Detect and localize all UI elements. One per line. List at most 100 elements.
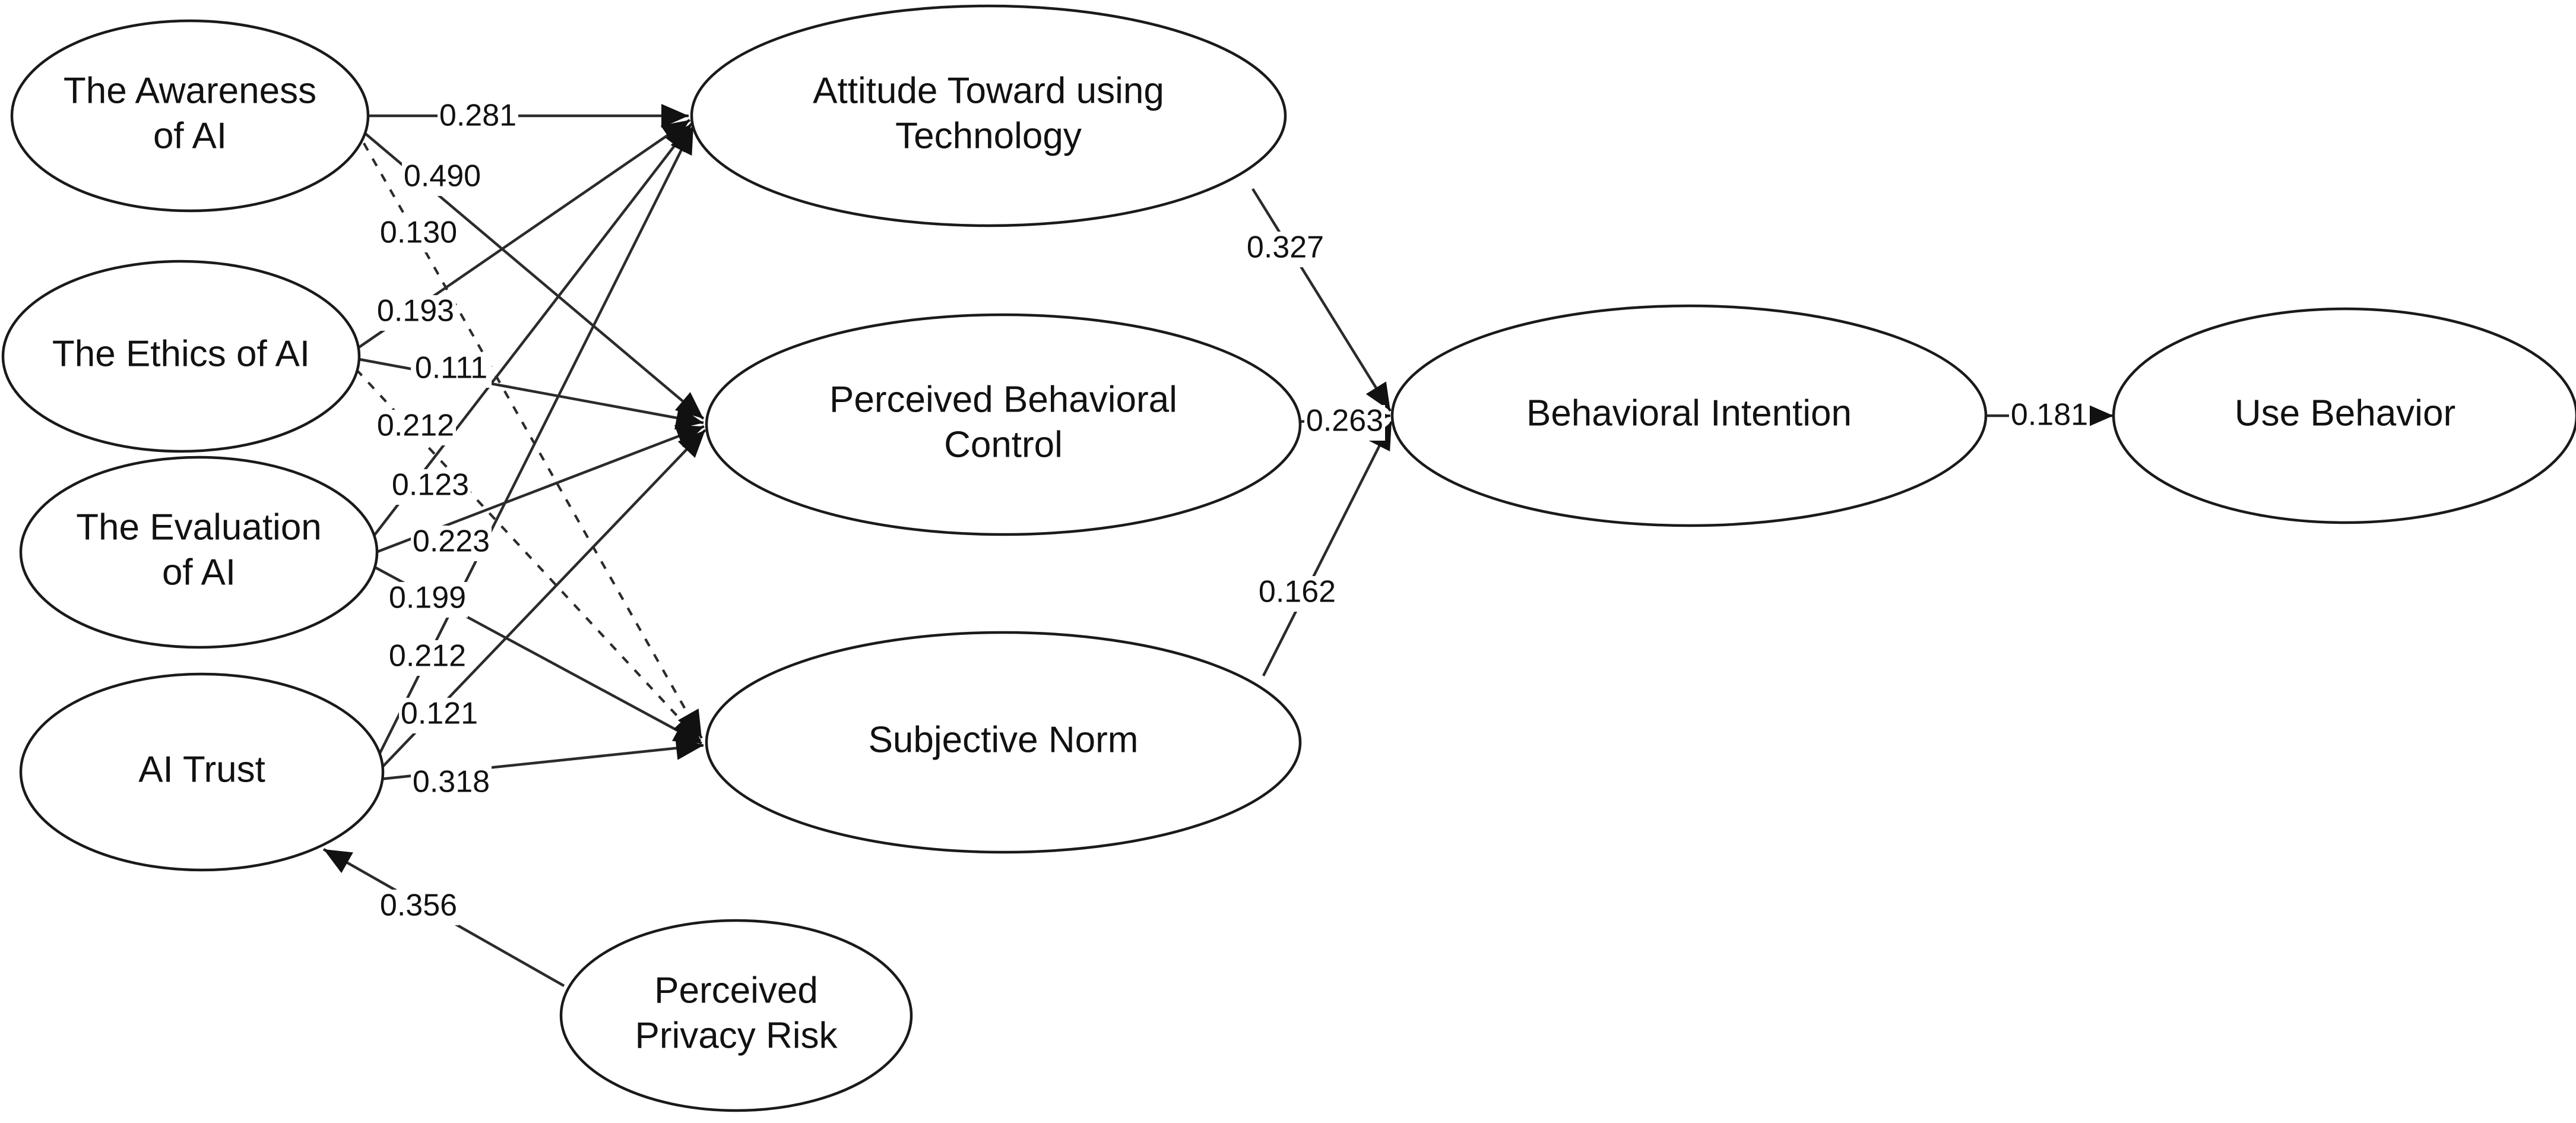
edge-label-e10: 0.212: [387, 639, 468, 676]
node-ellipse-ethics[interactable]: [1, 260, 361, 453]
arrowhead-icon: [675, 736, 704, 760]
edge-ethics-to-norm: [355, 368, 702, 742]
node-label-trust: AI Trust: [138, 749, 265, 790]
edge-label-backdrop: [1257, 576, 1338, 612]
node-label-usebehavior: Use Behavior: [2235, 393, 2455, 434]
edge-label-e11: 0.121: [399, 697, 480, 733]
node-label-evaluation: The Evaluation: [76, 507, 322, 548]
edge-coefficient-label: 0.318: [413, 765, 490, 799]
edge-coefficient-label: 0.490: [404, 159, 481, 194]
edge-coefficient-label: 0.281: [439, 99, 517, 133]
edge-label-backdrop: [390, 469, 471, 505]
edge-path: [1262, 420, 1393, 677]
node-label-pbc: Control: [944, 424, 1063, 465]
node-norm[interactable]: Subjective Norm: [705, 631, 1302, 854]
edge-label-e3: 0.130: [378, 216, 459, 252]
edge-coefficient-label: 0.123: [392, 468, 469, 502]
arrowhead-icon: [677, 430, 705, 458]
node-label-intention: Behavioral Intention: [1526, 393, 1852, 434]
edge-label-backdrop: [1245, 232, 1326, 267]
node-ellipse-attitude[interactable]: [690, 4, 1287, 227]
edge-attitude-to-intention: [1251, 188, 1392, 412]
node-label-privacy: Privacy Risk: [635, 1015, 838, 1056]
arrowhead-icon: [672, 720, 702, 744]
node-label-norm: Subjective Norm: [869, 719, 1139, 760]
arrowhead-icon: [674, 406, 704, 430]
node-trust[interactable]: AI Trust: [19, 672, 385, 872]
node-ethics[interactable]: The Ethics of AI: [1, 260, 361, 453]
edge-label-e4: 0.193: [375, 294, 456, 331]
node-label-awareness: The Awareness: [64, 70, 316, 111]
node-label-awareness: of AI: [153, 115, 227, 156]
node-label-attitude: Attitude Toward using: [813, 70, 1164, 111]
edge-label-backdrop: [2009, 399, 2090, 435]
edge-label-e15: 0.162: [1257, 575, 1338, 612]
edge-label-e8: 0.223: [411, 524, 492, 561]
edge-coefficient-label: 0.263: [1306, 404, 1383, 438]
node-ellipse-intention[interactable]: [1390, 304, 1988, 527]
edge-norm-to-intention: [1262, 420, 1393, 677]
arrowhead-icon: [670, 126, 693, 156]
edge-label-e16: 0.181: [2009, 398, 2090, 435]
node-ellipse-pbc[interactable]: [705, 313, 1302, 536]
edge-label-backdrop: [399, 698, 480, 733]
edge-coefficient-label: 0.212: [377, 409, 454, 443]
edge-label-e17: 0.356: [378, 888, 459, 925]
edge-coefficient-label: 0.193: [377, 294, 454, 328]
edge-path: [355, 368, 702, 742]
node-label-evaluation: of AI: [162, 552, 236, 593]
node-ellipse-awareness[interactable]: [10, 19, 370, 213]
edge-label-backdrop: [378, 890, 459, 925]
edge-coefficient-label: 0.212: [389, 639, 466, 673]
edge-label-e9: 0.199: [387, 581, 468, 618]
edge-label-backdrop: [375, 410, 456, 445]
node-ellipse-privacy[interactable]: [559, 919, 913, 1112]
node-usebehavior[interactable]: Use Behavior: [2112, 307, 2576, 524]
arrowhead-icon: [661, 104, 689, 128]
edges-layer: [322, 114, 2114, 987]
edge-coefficient-label: 0.121: [401, 697, 478, 731]
arrowhead-icon: [324, 849, 353, 874]
arrowhead-icon: [1365, 381, 1390, 411]
edge-label-e12: 0.318: [411, 765, 492, 802]
node-ellipse-norm[interactable]: [705, 631, 1302, 854]
edge-label-backdrop: [411, 766, 492, 802]
edge-coefficient-label: 0.181: [2011, 398, 2088, 432]
node-ellipse-evaluation[interactable]: [19, 455, 379, 649]
node-label-pbc: Perceived Behavioral: [829, 379, 1177, 420]
node-intention[interactable]: Behavioral Intention: [1390, 304, 1988, 527]
edge-label-backdrop: [411, 526, 492, 561]
edge-label-e1: 0.281: [438, 99, 518, 135]
edge-coefficient-label: 0.111: [415, 351, 487, 385]
edge-coefficient-label: 0.356: [380, 888, 457, 923]
node-label-attitude: Technology: [895, 115, 1082, 156]
node-ellipse-usebehavior[interactable]: [2112, 307, 2576, 524]
edge-coefficient-label: 0.130: [380, 216, 457, 250]
edge-label-e6: 0.212: [375, 409, 456, 445]
edge-label-backdrop: [387, 640, 468, 676]
edge-coefficient-label: 0.327: [1247, 230, 1324, 265]
node-ellipse-trust[interactable]: [19, 672, 385, 872]
node-label-privacy: Perceived: [654, 970, 818, 1011]
edge-label-backdrop: [1304, 405, 1385, 441]
edge-label-e14: 0.263: [1304, 404, 1385, 441]
edge-label-backdrop: [375, 295, 456, 331]
edge-coefficient-label: 0.162: [1259, 575, 1336, 609]
arrowhead-icon: [2086, 404, 2114, 428]
edge-label-backdrop: [402, 160, 483, 196]
edge-labels-layer: 0.281 0.490 0.130 0.193 0.111 0.212 0.123 0.223…: [375, 99, 2090, 925]
edge-label-backdrop: [411, 352, 492, 388]
edge-label-e2: 0.490: [402, 159, 483, 196]
edge-label-backdrop: [387, 582, 468, 618]
edge-label-e13: 0.327: [1245, 230, 1326, 267]
edge-label-e5: 0.111: [411, 351, 492, 388]
edge-label-backdrop: [438, 100, 518, 135]
edge-path: [1251, 188, 1392, 412]
